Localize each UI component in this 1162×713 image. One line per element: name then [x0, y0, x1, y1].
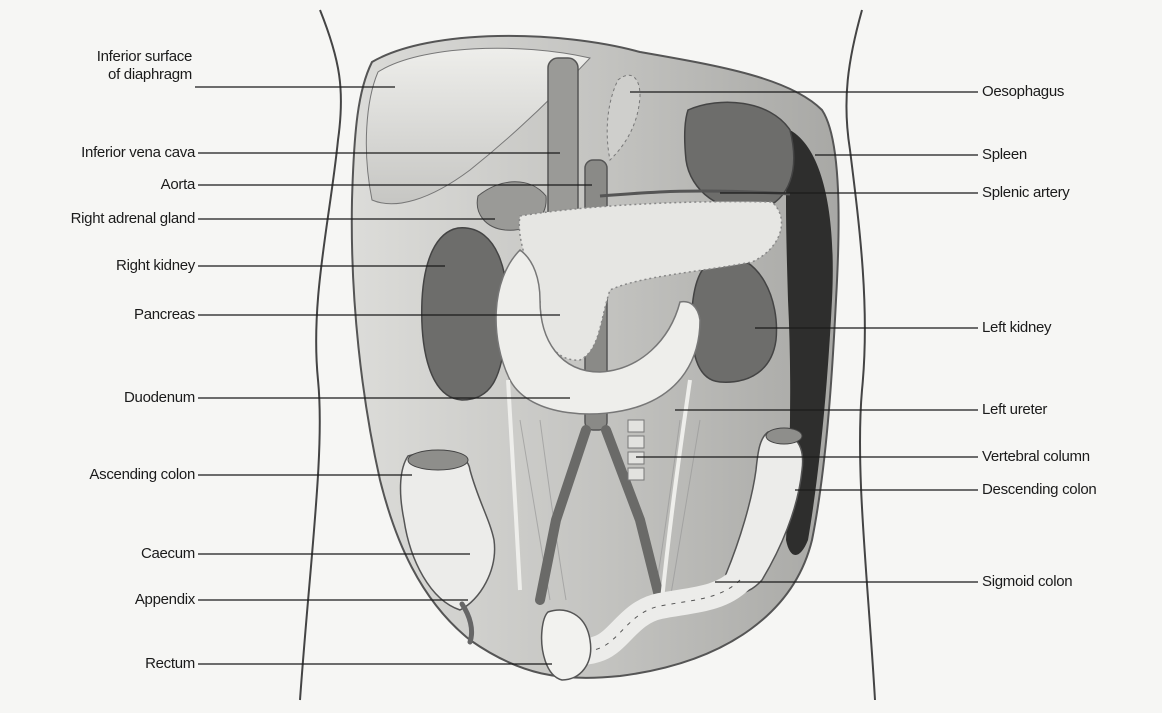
right-kidney: [422, 228, 508, 400]
label-right-kidney: Right kidney: [116, 257, 195, 275]
label-right-adrenal-gland: Right adrenal gland: [71, 210, 195, 228]
label-left-kidney: Left kidney: [982, 319, 1051, 337]
label-aorta: Aorta: [161, 176, 195, 194]
label-spleen: Spleen: [982, 146, 1027, 164]
label-descending-colon: Descending colon: [982, 481, 1096, 499]
label-inferior-vena-cava: Inferior vena cava: [81, 144, 195, 162]
body-outline-right: [846, 10, 875, 700]
label-left-ureter: Left ureter: [982, 401, 1047, 419]
label-sigmoid-colon: Sigmoid colon: [982, 573, 1072, 591]
label-inferior-surface-of-diaphragm: Inferior surface of diaphragm: [97, 48, 192, 84]
label-rectum: Rectum: [145, 655, 195, 673]
label-ascending-colon: Ascending colon: [89, 466, 195, 484]
label-pancreas: Pancreas: [134, 306, 195, 324]
label-line: of diaphragm: [97, 66, 192, 84]
label-splenic-artery: Splenic artery: [982, 184, 1070, 202]
label-vertebral-column: Vertebral column: [982, 448, 1090, 466]
label-appendix: Appendix: [135, 591, 195, 609]
descending-colon-lumen: [766, 428, 802, 444]
body-outline-left: [300, 10, 341, 700]
label-line: Inferior surface: [97, 48, 192, 66]
label-oesophagus: Oesophagus: [982, 83, 1064, 101]
label-caecum: Caecum: [141, 545, 195, 563]
ascending-colon-lumen: [408, 450, 468, 470]
label-duodenum: Duodenum: [124, 389, 195, 407]
